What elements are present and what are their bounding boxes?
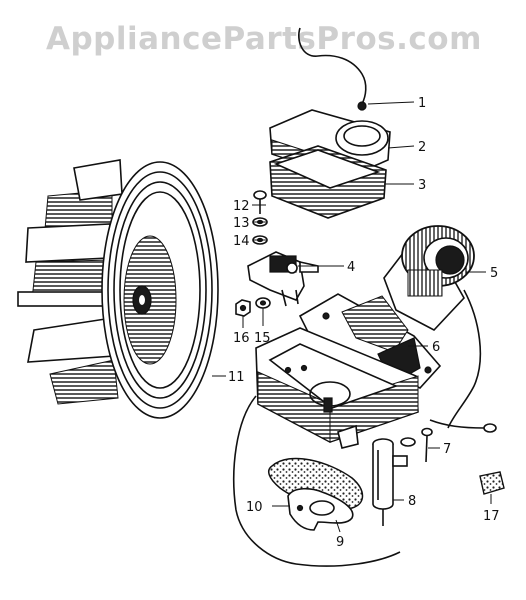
callout-7: 7 <box>443 442 451 457</box>
callout-9: 9 <box>336 535 344 550</box>
callout-3: 3 <box>418 178 426 193</box>
part-16-nut <box>235 299 251 317</box>
callout-16: 16 <box>233 331 250 346</box>
callout-11: 11 <box>228 370 245 385</box>
part-8-capacitor <box>372 438 408 526</box>
part-3-plate <box>269 145 387 219</box>
part-15-washer <box>255 297 271 309</box>
callout-5: 5 <box>490 266 498 281</box>
watermark-text: AppliancePartsPros.com <box>46 21 482 57</box>
part-10-bracket <box>287 487 354 531</box>
part-4-switch-bracket <box>247 251 319 307</box>
callout-1: 1 <box>418 96 426 111</box>
part-7-screw <box>421 427 433 463</box>
callout-10: 10 <box>246 500 263 515</box>
callout-4: 4 <box>347 260 355 275</box>
callout-12: 12 <box>233 199 250 214</box>
callout-8: 8 <box>408 494 416 509</box>
part-11-fan-wheel <box>17 159 219 419</box>
callout-2: 2 <box>418 140 426 155</box>
part-6-motor-frame <box>232 293 497 567</box>
part-5-motor <box>383 225 482 429</box>
part-12-screw <box>253 190 267 214</box>
callout-17: 17 <box>483 509 500 524</box>
part-17-block <box>479 471 505 495</box>
part-1-wire-clip <box>298 27 367 111</box>
leader-lines <box>212 101 492 533</box>
part-9-gasket <box>267 457 364 510</box>
callout-15: 15 <box>254 331 271 346</box>
callout-13: 13 <box>233 216 250 231</box>
callout-6: 6 <box>432 340 440 355</box>
callout-14: 14 <box>233 234 250 249</box>
